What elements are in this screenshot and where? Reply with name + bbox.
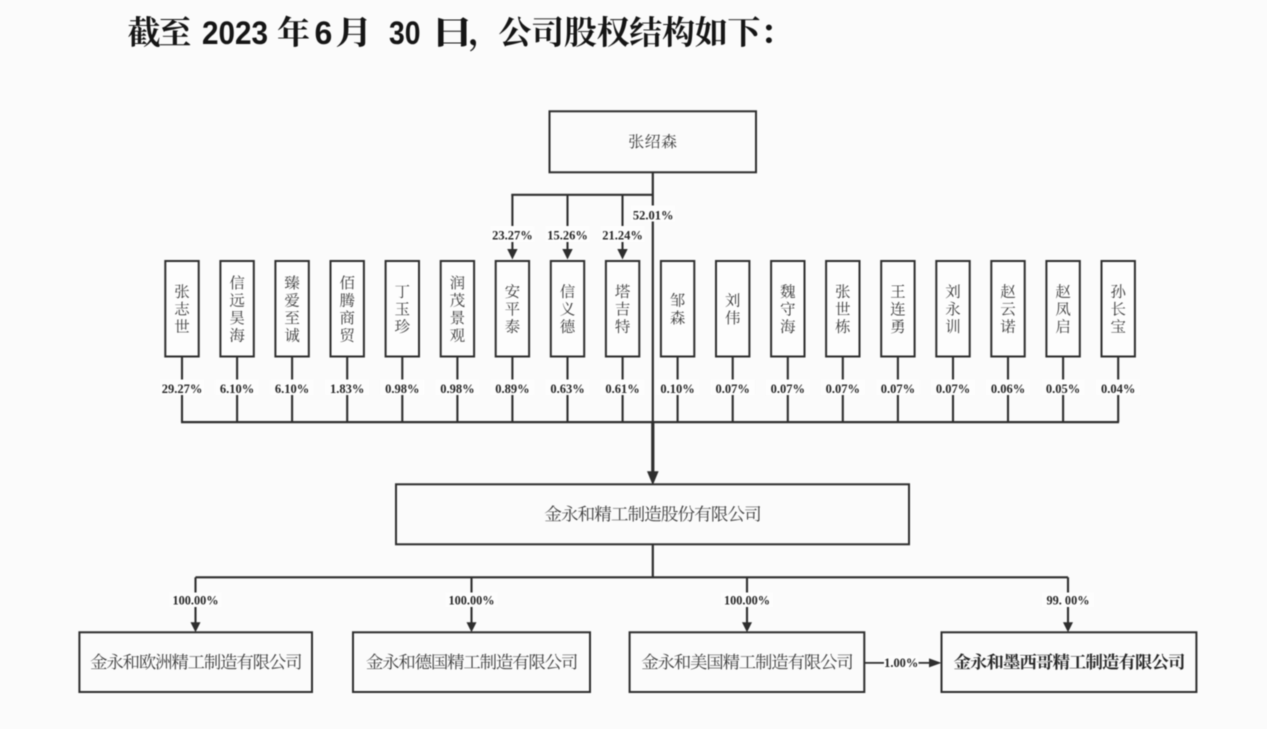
svg-text:0.61%: 0.61% — [605, 382, 639, 396]
svg-text:100.00%: 100.00% — [172, 594, 218, 608]
svg-text:1.00%: 1.00% — [884, 656, 918, 670]
svg-text:15.26%: 15.26% — [547, 229, 588, 243]
svg-text:0.98%: 0.98% — [440, 382, 474, 396]
svg-text:6.10%: 6.10% — [275, 382, 309, 396]
svg-text:2023: 2023 — [202, 15, 268, 51]
svg-text:0.10%: 0.10% — [660, 382, 694, 396]
svg-text:1.83%: 1.83% — [330, 382, 364, 396]
svg-text:0.04%: 0.04% — [1101, 382, 1135, 396]
svg-text:23.27%: 23.27% — [492, 229, 533, 243]
svg-text:100.00%: 100.00% — [448, 594, 494, 608]
svg-text:0.98%: 0.98% — [385, 382, 419, 396]
svg-text:6: 6 — [315, 15, 333, 51]
svg-text:0.07%: 0.07% — [716, 382, 750, 396]
svg-text:0.07%: 0.07% — [881, 382, 915, 396]
svg-text:0.07%: 0.07% — [771, 382, 805, 396]
svg-text:6.10%: 6.10% — [220, 382, 254, 396]
svg-text:0.06%: 0.06% — [991, 382, 1025, 396]
svg-text:52.01%: 52.01% — [633, 209, 674, 223]
svg-text:100.00%: 100.00% — [724, 594, 770, 608]
svg-text:0.05%: 0.05% — [1046, 382, 1080, 396]
svg-text:0.63%: 0.63% — [550, 382, 584, 396]
svg-text:21.24%: 21.24% — [602, 229, 643, 243]
svg-text:0.07%: 0.07% — [936, 382, 970, 396]
svg-text:0.07%: 0.07% — [826, 382, 860, 396]
svg-text:99. 00%: 99. 00% — [1046, 594, 1089, 608]
svg-text:30: 30 — [389, 15, 421, 51]
svg-text:0.89%: 0.89% — [495, 382, 529, 396]
svg-text:29.27%: 29.27% — [162, 382, 203, 396]
